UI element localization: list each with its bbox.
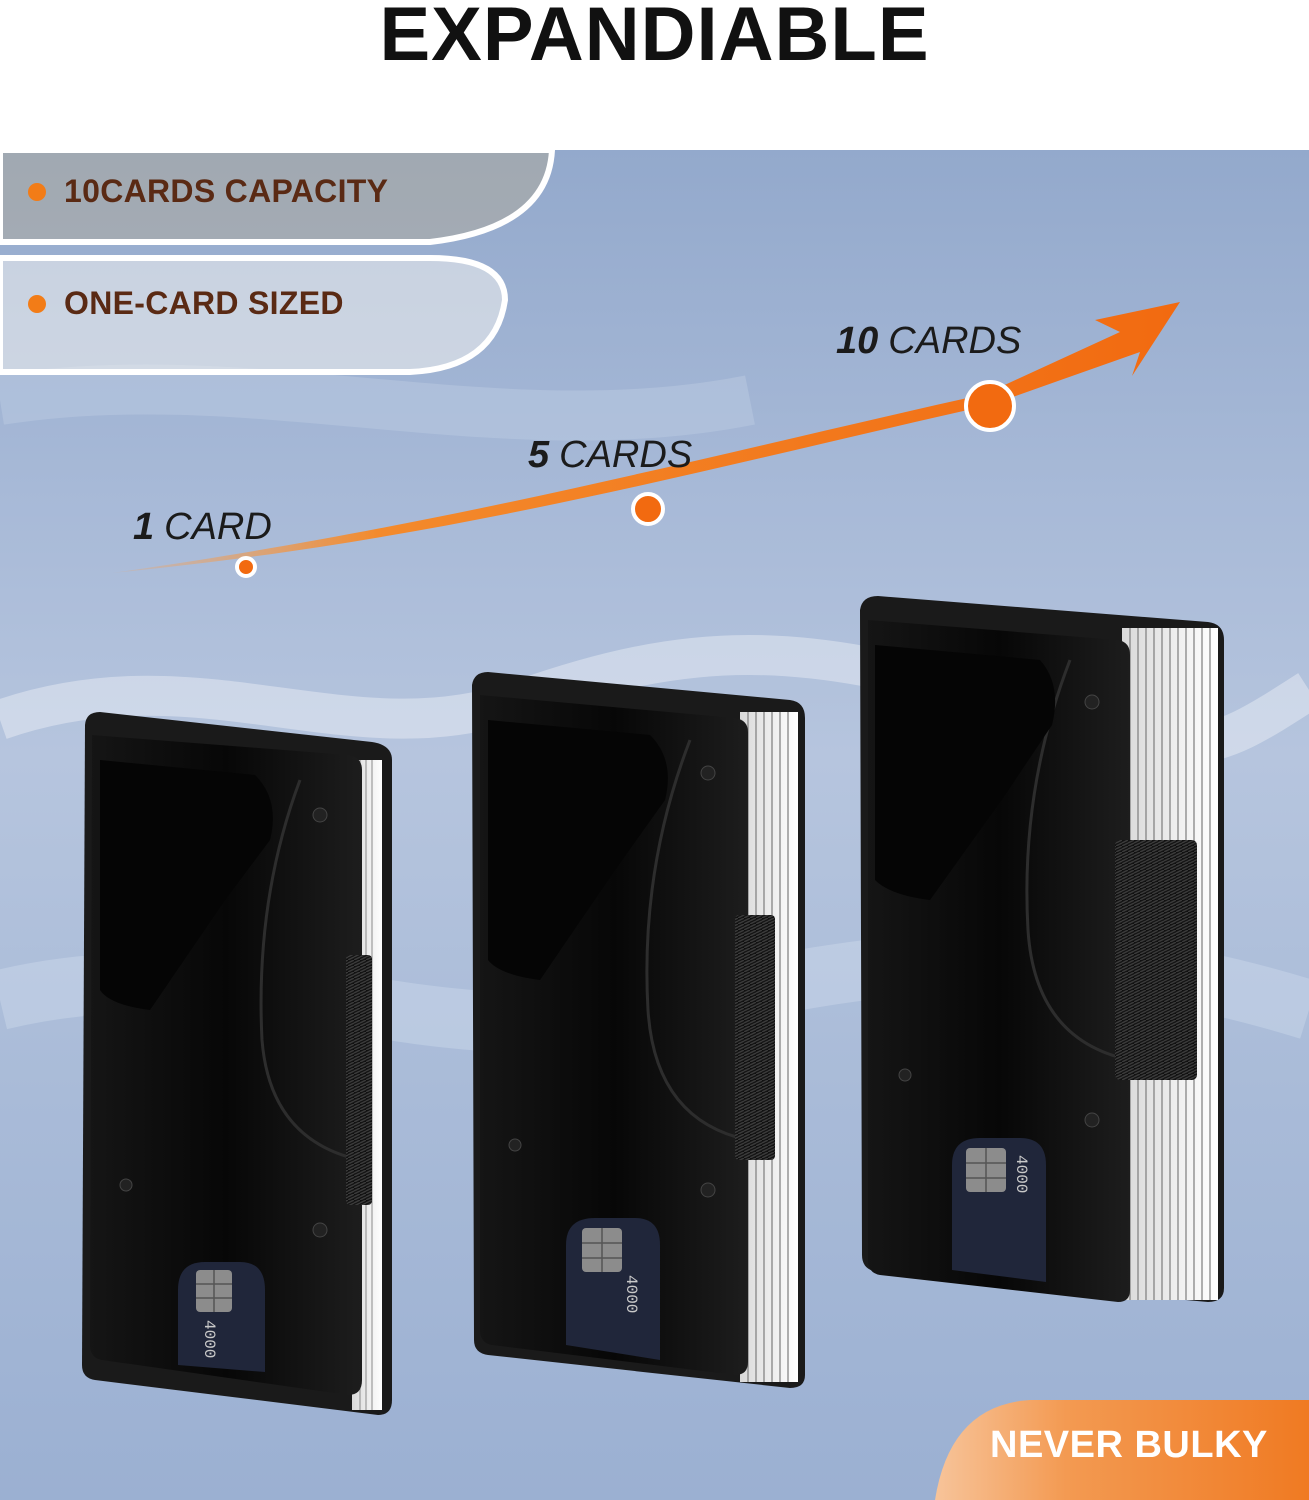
page-title: EXPANDIABLE [379, 0, 930, 77]
feature-capacity: 10CARDS CAPACITY [28, 173, 388, 210]
milestone-unit: CARD [164, 506, 272, 548]
milestone-count: 5 [528, 434, 550, 476]
never-bulky-label: NEVER BULKY [990, 1424, 1268, 1466]
product-scene [0, 150, 1309, 1500]
wallet-1-card [82, 712, 392, 1415]
title-banner: EXPANDIABLE [0, 0, 1309, 150]
milestone-count: 1 [133, 506, 155, 548]
feature-label: 10CARDS CAPACITY [64, 173, 389, 209]
milestone-dot-5 [631, 492, 665, 526]
card-number-1: 4000 [200, 1320, 218, 1359]
milestone-count: 10 [836, 320, 879, 362]
card-number-2: 4000 [622, 1275, 640, 1314]
milestone-unit: CARDS [559, 434, 693, 476]
milestone-unit: CARDS [888, 320, 1022, 362]
feature-panel-bottom [0, 255, 509, 375]
feature-label: ONE-CARD SIZED [64, 285, 344, 321]
never-bulky-badge [935, 1400, 1309, 1500]
wallet-10-cards [860, 596, 1224, 1302]
wallet-5-cards [472, 672, 805, 1388]
milestone-dot-1 [235, 556, 257, 578]
bullet-dot-icon [28, 294, 46, 313]
milestone-dot-10 [964, 380, 1016, 432]
card-number-3: 4000 [1012, 1155, 1030, 1194]
feature-panel-top [0, 150, 556, 245]
bullet-dot-icon [28, 182, 46, 201]
scene-illustration [0, 150, 1309, 1500]
feature-size: ONE-CARD SIZED [28, 285, 344, 322]
